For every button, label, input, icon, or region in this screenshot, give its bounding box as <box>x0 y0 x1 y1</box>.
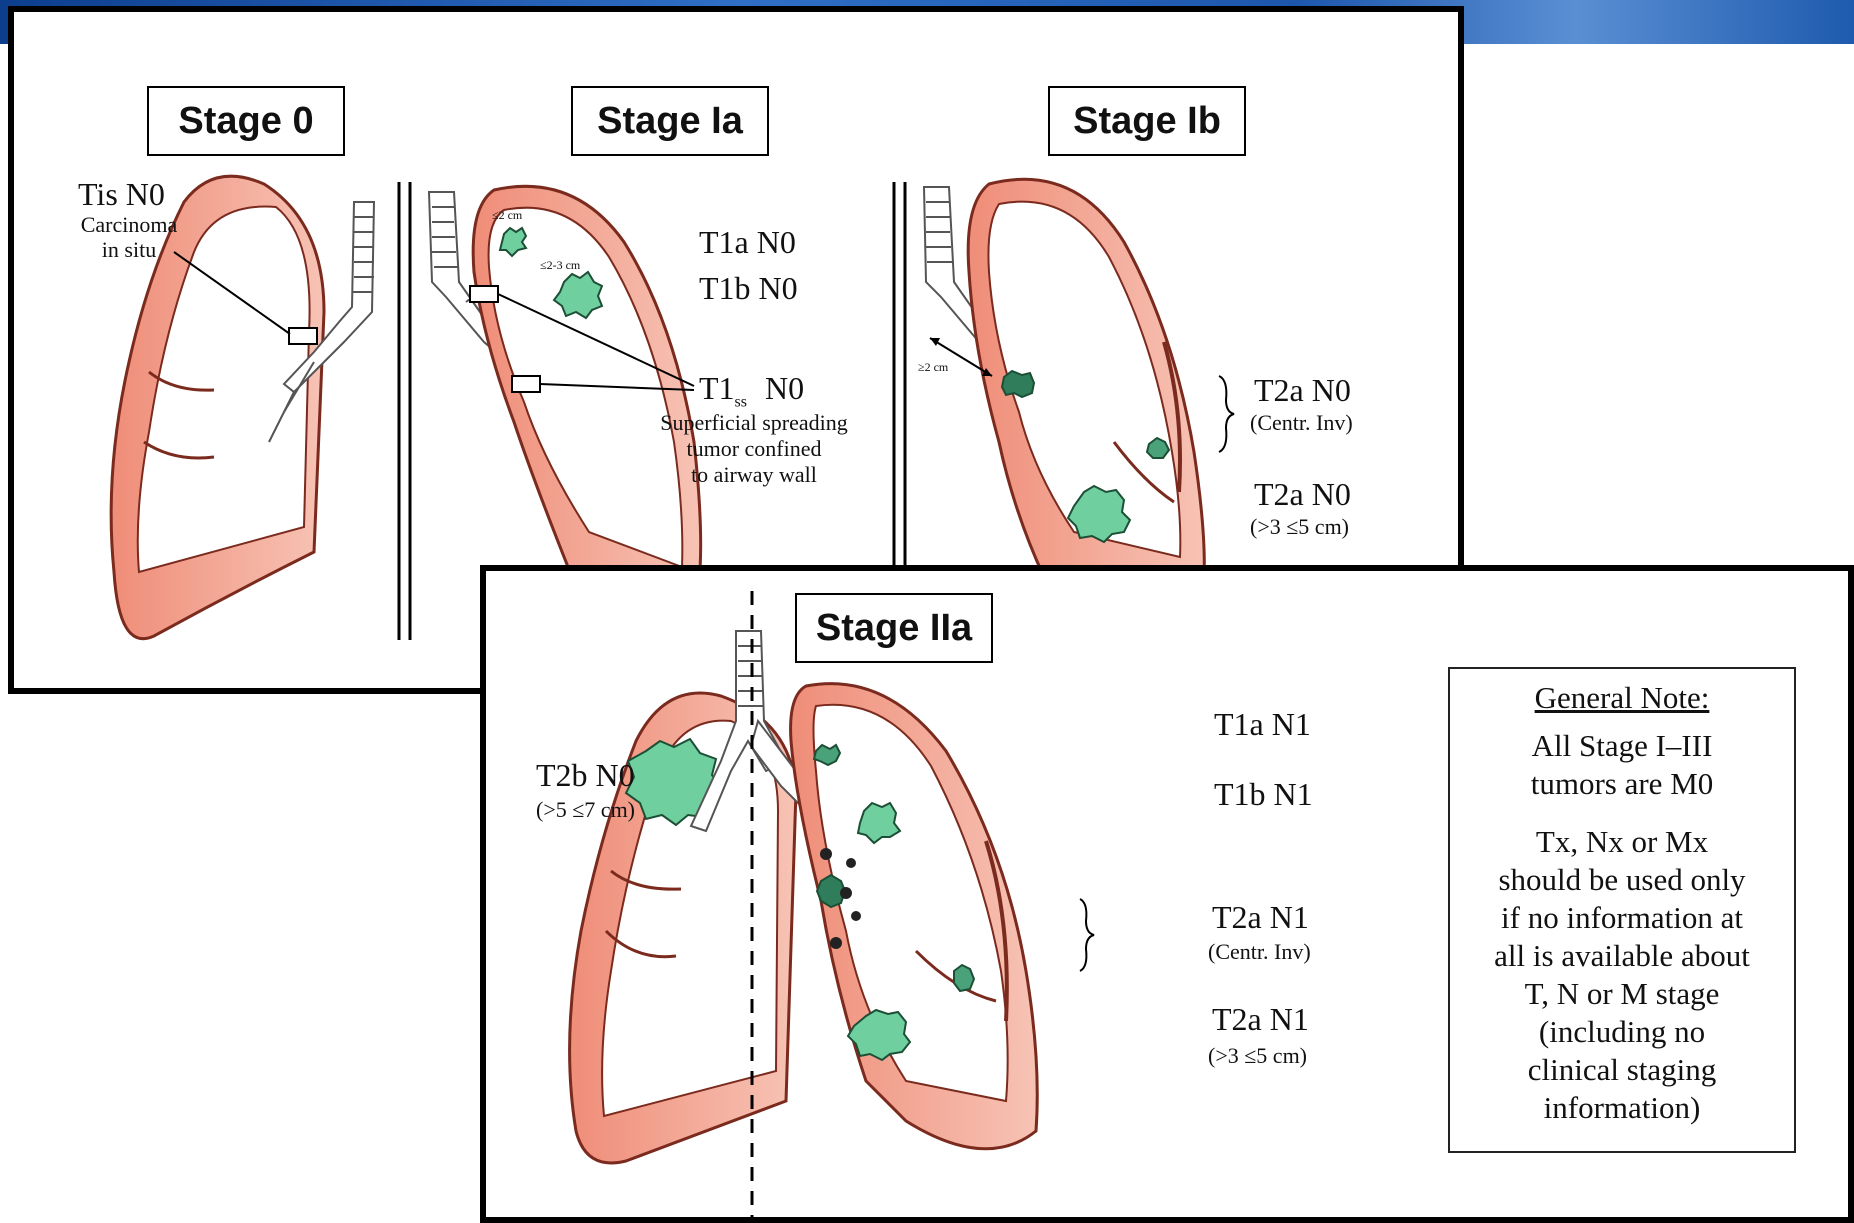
general-note-line: information) <box>1450 1089 1794 1127</box>
general-note-line: tumors are M0 <box>1450 765 1794 803</box>
arrow-head <box>930 338 940 346</box>
general-note-line: All Stage I–III <box>1450 727 1794 765</box>
panel-stage-iia: Stage IIa T2b N0 (>5 ≤7 cm) T1a N1 T1b N… <box>480 565 1854 1223</box>
stage1a-title: Stage Ia <box>571 86 769 156</box>
lymph-node <box>830 937 842 949</box>
stage0-label: Tis N0 <box>78 176 165 213</box>
stage1a-desc-line2: tumor confined <box>634 436 874 462</box>
stage1a-desc-line1: Superficial spreading <box>634 410 874 436</box>
general-note-line: should be used only <box>1450 861 1794 899</box>
general-note-line: if no information at <box>1450 899 1794 937</box>
lymph-node <box>840 887 852 899</box>
stage2a-tumor-peripheral <box>954 965 974 991</box>
stage2a-t1b: T1b N1 <box>1214 776 1313 813</box>
lymph-node <box>851 911 861 921</box>
stage1b-t2a-size-note: (>3 ≤5 cm) <box>1250 514 1349 540</box>
stage0-marker <box>289 328 317 344</box>
stage1a-t1b: T1b N0 <box>699 270 798 307</box>
stage1b-t2a-size: T2a N0 <box>1254 476 1351 513</box>
stage2a-t2a-size: T2a N1 <box>1212 1001 1309 1038</box>
general-note-box: General Note: All Stage I–III tumors are… <box>1448 667 1796 1153</box>
stage2a-brace <box>1080 899 1094 971</box>
stage2a-t2b-note: (>5 ≤7 cm) <box>536 797 635 823</box>
stage1b-t2a-central-note: (Centr. Inv) <box>1250 410 1353 436</box>
stage0-desc-line2: in situ <box>64 237 194 263</box>
stage1a-marker-1 <box>470 286 498 302</box>
stage2a-t2a-size-note: (>3 ≤5 cm) <box>1208 1043 1307 1069</box>
stage0-desc-line1: Carcinoma <box>64 212 194 238</box>
stage2a-t2a-central: T2a N1 <box>1212 899 1309 936</box>
stage2a-t2a-central-note: (Centr. Inv) <box>1208 939 1311 965</box>
stage0-title: Stage 0 <box>147 86 345 156</box>
stage1b-distance-label: ≥2 cm <box>918 360 948 375</box>
general-note-line: (including no <box>1450 1013 1794 1051</box>
stage1a-t1a: T1a N0 <box>699 224 796 261</box>
t1ss-n: N0 <box>765 370 804 406</box>
general-note-line: Tx, Nx or Mx <box>1450 823 1794 861</box>
general-note-title: General Note: <box>1450 679 1794 717</box>
stage2a-t1a: T1a N1 <box>1214 706 1311 743</box>
general-note-line: clinical staging <box>1450 1051 1794 1089</box>
stage1a-size-small: ≤2 cm <box>492 208 522 223</box>
stage1b-tumor-central <box>1002 371 1034 397</box>
stage1a-size-medium: ≤2-3 cm <box>540 258 580 273</box>
stage1a-t1ss: T1ss N0 <box>699 370 804 411</box>
stage1b-t2a-central: T2a N0 <box>1254 372 1351 409</box>
general-note-line: all is available about <box>1450 937 1794 975</box>
stage2a-title: Stage IIa <box>795 593 993 663</box>
lymph-node <box>820 848 832 860</box>
t1ss-main: T1 <box>699 370 735 406</box>
t1ss-subscript: ss <box>735 393 747 410</box>
stage1b-brace <box>1219 376 1234 452</box>
stage1a-desc-line3: to airway wall <box>634 462 874 488</box>
lymph-node <box>846 858 856 868</box>
stage2a-t2b: T2b N0 <box>536 757 635 794</box>
stage1a-marker-2 <box>512 376 540 392</box>
general-note-line: T, N or M stage <box>1450 975 1794 1013</box>
stage1b-title: Stage Ib <box>1048 86 1246 156</box>
